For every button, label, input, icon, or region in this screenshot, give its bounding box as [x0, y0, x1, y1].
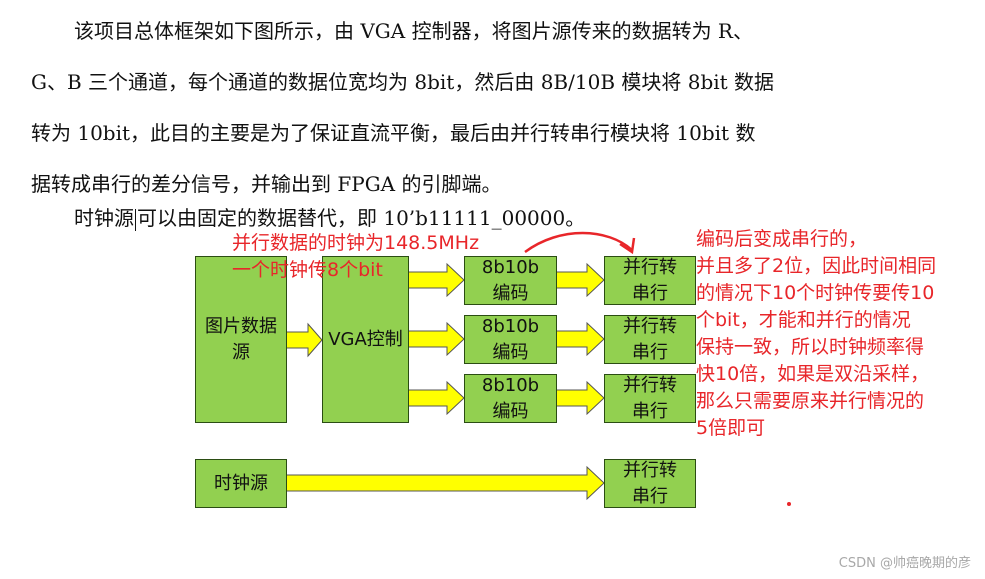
encoder-label-bottom: 编码 [492, 400, 529, 422]
encoder-label-bottom: 编码 [492, 282, 529, 304]
annotation-curve-arrowhead [619, 237, 636, 255]
serializer-label-top: 并行转 [623, 315, 677, 337]
encoder-box-3: 8b10b 编码 [464, 374, 557, 423]
image-source-box: 图片数据源 [195, 256, 287, 423]
vga-controller-label: VGA控制 [328, 328, 403, 350]
watermark: CSDN @帅癌晚期的彦 [838, 556, 971, 571]
clock-annotation: 并行数据的时钟为148.5MHz 一个时钟传8个bit [232, 230, 479, 284]
clock-source-label: 时钟源 [214, 472, 268, 494]
serializer-label-top: 并行转 [623, 256, 677, 278]
serial-annotation: 编码后变成串行的， 并且多了2位，因此时间相同 的情况下10个时钟传要传10 个… [696, 226, 936, 442]
paragraph-text-before-cursor: 时钟源 [74, 206, 134, 230]
encoder-box-1: 8b10b 编码 [464, 256, 557, 305]
vga-controller-box: VGA控制 [322, 256, 409, 423]
annotation-curve [524, 231, 633, 254]
annotation-line: 的情况下10个时钟传要传10 [696, 282, 935, 304]
encoder-box-2: 8b10b 编码 [464, 315, 557, 364]
serializer-box-1: 并行转串行 [604, 256, 696, 305]
paragraph-line: 据转成串行的差分信号，并输出到 FPGA 的引脚端。 [31, 172, 502, 196]
serializer-label-bottom: 串行 [632, 341, 668, 363]
annotation-dot [787, 502, 791, 506]
serializer-label-top: 并行转 [623, 459, 677, 481]
arrow-vga-to-encoder-1 [407, 262, 465, 298]
serializer-label-top: 并行转 [623, 374, 677, 396]
annotation-line: 一个时钟传8个bit [232, 259, 383, 281]
paragraph-line: 该项目总体框架如下图所示，由 VGA 控制器，将图片源传来的数据转为 R、 [74, 19, 753, 43]
encoder-label-top: 8b10b [481, 315, 540, 337]
serializer-box-3: 并行转串行 [604, 374, 696, 423]
paragraph-line: 转为 10bit，此目的主要是为了保证直流平衡，最后由并行转串行模块将 10bi… [31, 121, 756, 145]
paragraph-text-after-cursor: 可以由固定的数据替代，即 10’b11111_00000。 [137, 206, 586, 230]
arrow-clock-to-serializer [285, 465, 605, 501]
annotation-line: 并且多了2位，因此时间相同 [696, 255, 937, 277]
arrow-encoder-to-serializer-3 [555, 380, 605, 416]
annotation-line: 5倍即可 [696, 417, 766, 439]
arrow-vga-to-encoder-2 [407, 321, 465, 357]
text-cursor [135, 208, 136, 231]
annotation-line: 编码后变成串行的， [696, 228, 868, 250]
serializer-box-clock: 并行转串行 [604, 459, 696, 508]
annotation-line: 那么只需要原来并行情况的 [696, 390, 925, 412]
annotation-line: 保持一致，所以时钟频率得 [696, 336, 925, 358]
annotation-line: 快10倍，如果是双沿采样， [696, 363, 930, 385]
serializer-label-bottom: 串行 [632, 400, 668, 422]
encoder-label-bottom: 编码 [492, 341, 529, 363]
arrow-source-to-vga [285, 322, 323, 358]
arrow-encoder-to-serializer-1 [555, 262, 605, 298]
clock-source-paragraph[interactable]: 时钟源可以由固定的数据替代，即 10’b11111_00000。 [0, 193, 930, 244]
serializer-label-bottom: 串行 [632, 282, 668, 304]
annotation-line: 个bit，才能和并行的情况 [696, 309, 911, 331]
serializer-box-2: 并行转串行 [604, 315, 696, 364]
encoder-label-top: 8b10b [481, 374, 540, 396]
paragraph-line: G、B 三个通道，每个通道的数据位宽均为 8bit，然后由 8B/10B 模块将… [31, 70, 775, 94]
encoder-label-top: 8b10b [481, 256, 540, 278]
description-paragraph: 该项目总体框架如下图所示，由 VGA 控制器，将图片源传来的数据转为 R、 G、… [0, 6, 930, 210]
image-source-label: 图片数据源 [205, 315, 277, 363]
arrow-vga-to-encoder-3 [407, 380, 465, 416]
clock-source-box: 时钟源 [195, 459, 287, 508]
serializer-label-bottom: 串行 [632, 485, 668, 507]
arrow-encoder-to-serializer-2 [555, 321, 605, 357]
annotation-line: 并行数据的时钟为148.5MHz [232, 232, 480, 254]
